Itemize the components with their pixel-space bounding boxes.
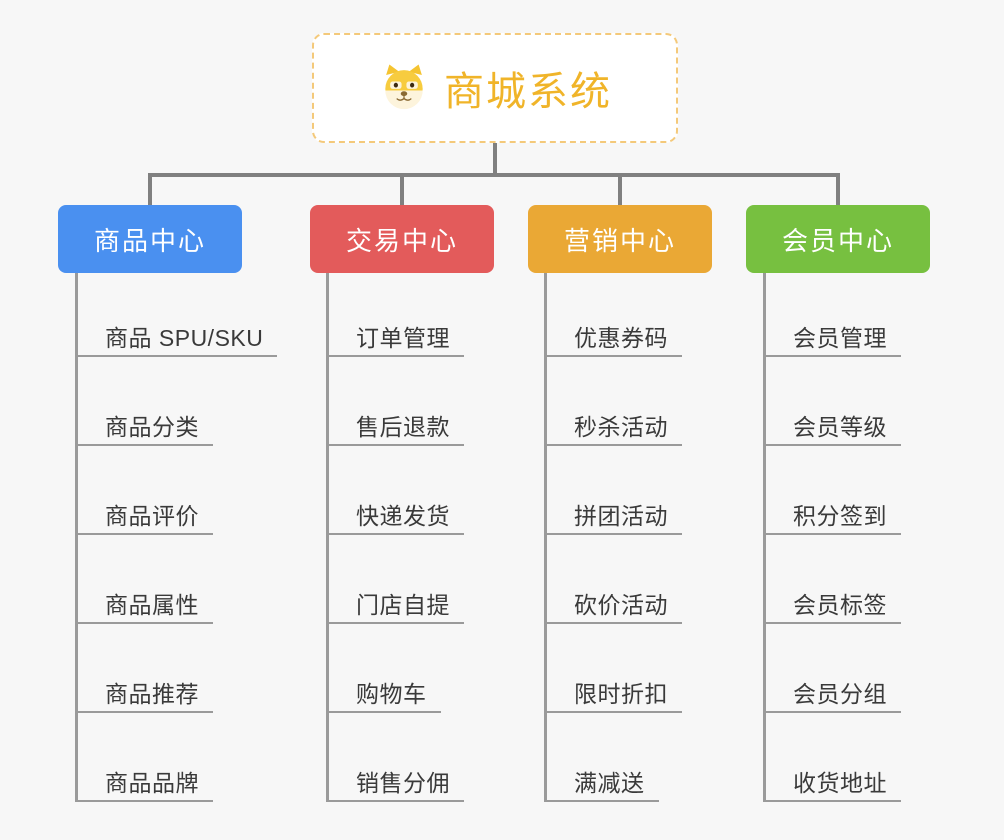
branch-spine-4 [763,273,766,802]
branch-drop-line-4 [836,173,840,205]
leaf-item[interactable]: 砍价活动 [544,592,682,624]
leaf-item[interactable]: 收货地址 [763,770,901,802]
leaf-item[interactable]: 商品品牌 [75,770,213,802]
trunk-line [493,143,497,175]
branch-drop-line-3 [618,173,622,205]
leaf-item[interactable]: 会员管理 [763,325,901,357]
leaf-item-label: 售后退款 [356,414,450,440]
leaf-item-label: 满减送 [574,770,645,796]
leaf-item-label: 销售分佣 [356,770,450,796]
leaf-item[interactable]: 会员标签 [763,592,901,624]
branch-drop-line-2 [400,173,404,205]
category-label: 会员中心 [781,225,894,256]
leaf-item-label: 会员分组 [793,681,887,707]
leaf-item[interactable]: 商品推荐 [75,681,213,713]
branch-spine-3 [544,273,547,802]
leaf-item[interactable]: 积分签到 [763,503,901,535]
branch-drop-line-1 [148,173,152,205]
leaf-item[interactable]: 拼团活动 [544,503,682,535]
leaf-item-label: 商品品牌 [105,770,199,796]
leaf-item[interactable]: 快递发货 [326,503,464,535]
leaf-item[interactable]: 销售分佣 [326,770,464,802]
leaf-item-label: 会员等级 [793,414,887,440]
branch-spine-1 [75,273,78,802]
leaf-item[interactable]: 订单管理 [326,325,464,357]
leaf-item[interactable]: 购物车 [326,681,441,713]
leaf-item-label: 积分签到 [793,503,887,529]
leaf-item[interactable]: 商品评价 [75,503,213,535]
dog-face-icon [378,62,430,114]
category-box-4[interactable]: 会员中心 [746,205,930,273]
leaf-item-label: 商品 SPU/SKU [105,325,264,351]
leaf-item-label: 门店自提 [356,592,450,618]
leaf-item[interactable]: 秒杀活动 [544,414,682,446]
leaf-item-label: 优惠券码 [574,325,668,351]
leaf-item[interactable]: 商品分类 [75,414,213,446]
leaf-item[interactable]: 限时折扣 [544,681,682,713]
leaf-item[interactable]: 会员等级 [763,414,901,446]
leaf-item-label: 商品推荐 [105,681,199,707]
leaf-item-label: 秒杀活动 [574,414,668,440]
leaf-item-label: 商品分类 [105,414,199,440]
leaf-item[interactable]: 门店自提 [326,592,464,624]
leaf-item[interactable]: 售后退款 [326,414,464,446]
leaf-item-label: 收货地址 [793,770,887,796]
leaf-item[interactable]: 会员分组 [763,681,901,713]
leaf-item-label: 砍价活动 [574,592,668,618]
leaf-item[interactable]: 商品 SPU/SKU [75,325,278,357]
category-box-1[interactable]: 商品中心 [58,205,242,273]
leaf-item-label: 订单管理 [356,325,450,351]
leaf-item-label: 拼团活动 [574,503,668,529]
leaf-item-label: 会员标签 [793,592,887,618]
leaf-item-label: 限时折扣 [574,681,668,707]
leaf-item[interactable]: 优惠券码 [544,325,682,357]
leaf-item[interactable]: 满减送 [544,770,659,802]
root-node-mall-system[interactable]: 商城系统 [312,33,678,143]
category-label: 交易中心 [345,225,458,256]
category-label: 营销中心 [563,225,676,256]
branch-spine-2 [326,273,329,802]
leaf-item-label: 快递发货 [356,503,450,529]
leaf-item-label: 购物车 [356,681,427,707]
rail-line [148,173,840,177]
category-label: 商品中心 [93,225,206,256]
leaf-item-label: 商品属性 [105,592,199,618]
leaf-item-label: 会员管理 [793,325,887,351]
root-title: 商城系统 [444,70,612,114]
category-box-2[interactable]: 交易中心 [310,205,494,273]
leaf-item-label: 商品评价 [105,503,199,529]
category-box-3[interactable]: 营销中心 [528,205,712,273]
leaf-item[interactable]: 商品属性 [75,592,213,624]
